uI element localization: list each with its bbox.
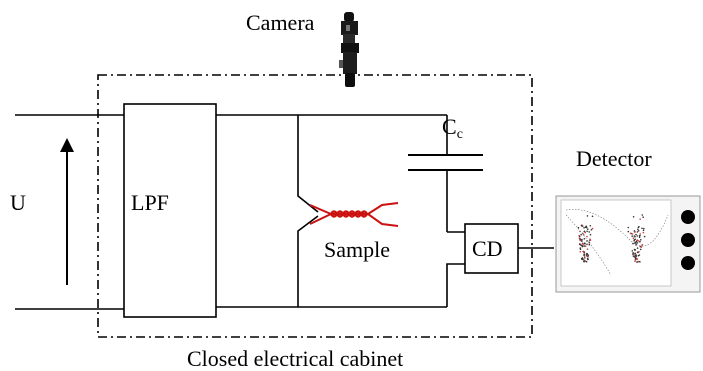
detector-monitor [555, 195, 701, 293]
detector-scatter-plot [577, 214, 646, 263]
lpf-box [123, 103, 217, 318]
detector-button-1 [681, 210, 695, 224]
cd-wire-bottom [446, 263, 465, 307]
camera-label: Camera [246, 10, 315, 35]
camera-icon [339, 12, 359, 87]
voltage-arrowhead [60, 138, 74, 152]
cd-label: CD [472, 236, 503, 261]
cabinet-label: Closed electrical cabinet [187, 346, 403, 371]
detector-label: Detector [576, 146, 652, 171]
cabinet-boundary [97, 74, 533, 338]
detector-button-3 [681, 256, 695, 270]
sample-branch-top [297, 115, 319, 213]
detector-button-2 [681, 233, 695, 247]
voltage-label: U [10, 190, 26, 215]
lpf-label: LPF [131, 190, 169, 215]
sample-twisted-pair [309, 202, 399, 227]
capacitor-label: Cc [442, 114, 463, 142]
cd-box [464, 223, 519, 274]
sample-label: Sample [324, 237, 390, 262]
sample-branch-bottom [297, 215, 319, 307]
